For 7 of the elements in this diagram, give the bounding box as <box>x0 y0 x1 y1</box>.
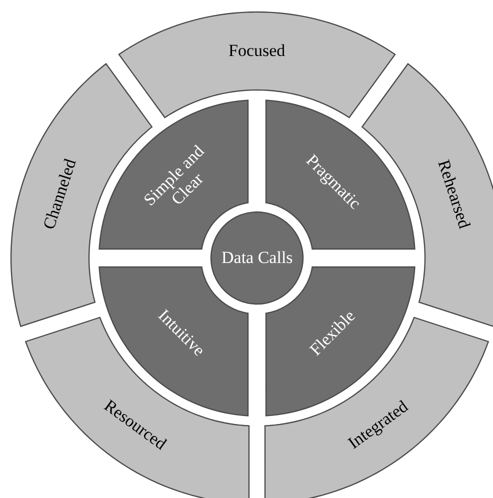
center-circle <box>210 211 304 305</box>
quadrant-segment <box>98 100 249 250</box>
segment-label: Data Calls <box>222 248 293 268</box>
quadrant-segment <box>265 100 416 250</box>
ring-segment <box>361 62 493 328</box>
segment-label: Focused <box>228 42 286 60</box>
ring-segment <box>118 11 396 118</box>
